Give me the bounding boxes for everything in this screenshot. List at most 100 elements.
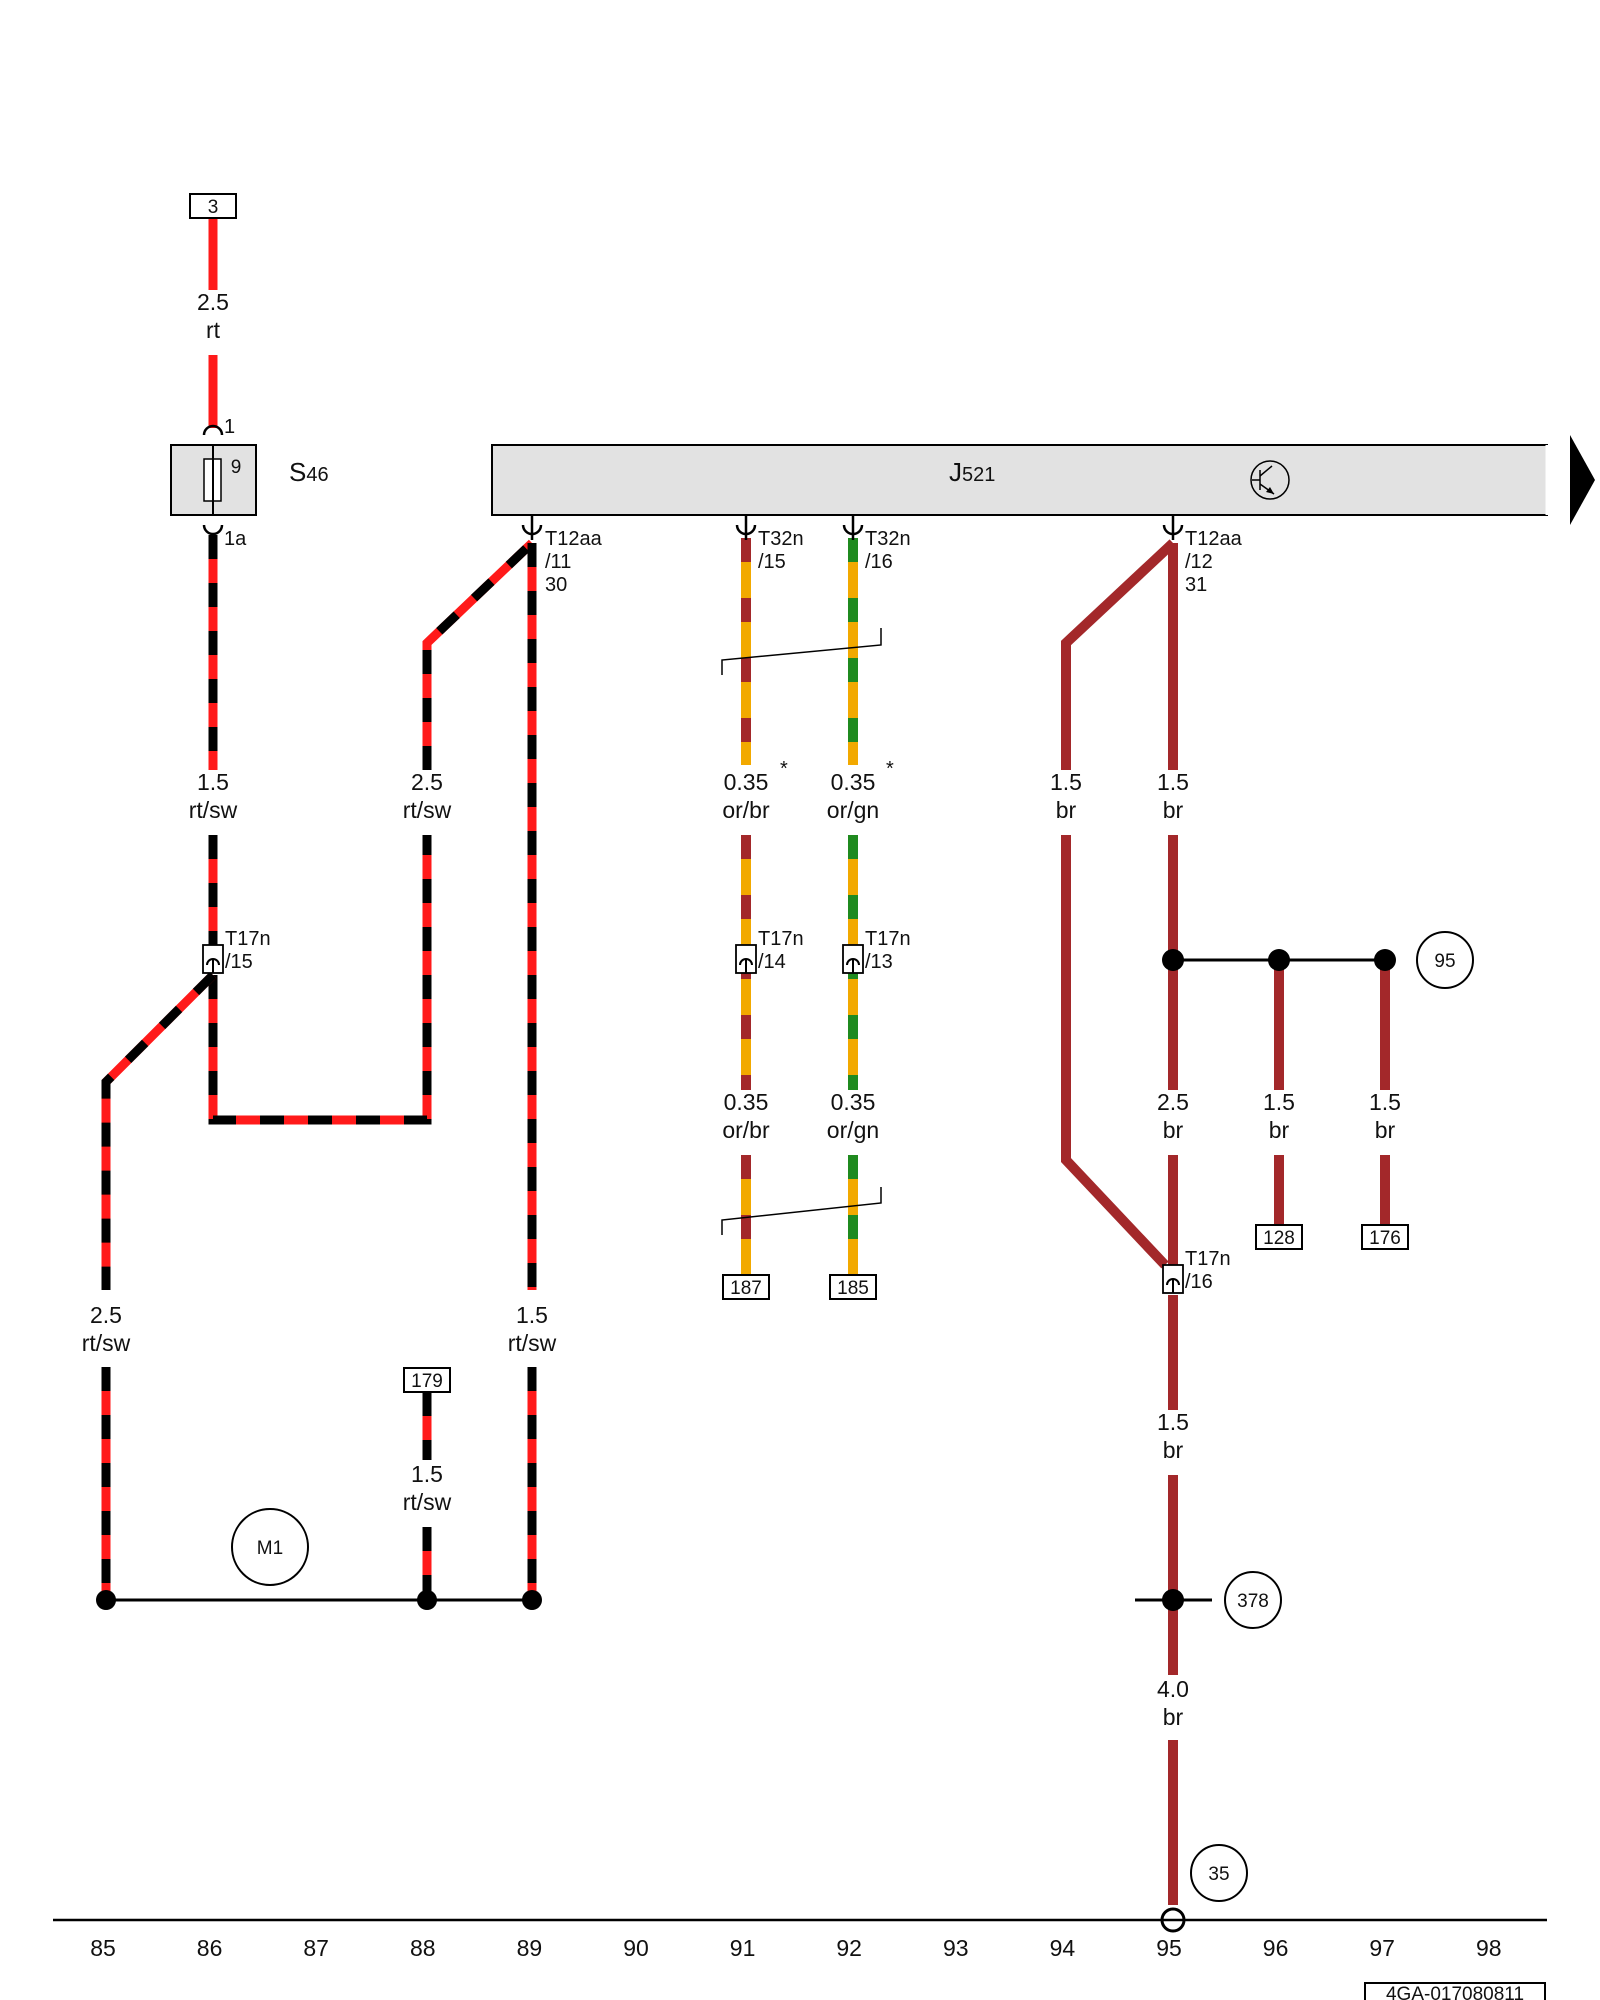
svg-text:T12aa: T12aa bbox=[545, 528, 603, 550]
continue-arrow-icon bbox=[1570, 435, 1595, 525]
connector-label-t12aa-12: T12aa /12 31 bbox=[1185, 528, 1243, 596]
wire-labels: 2.5 rt 1.5 rt/sw 2.5 rt/sw 0.35 or/br * … bbox=[82, 289, 1401, 1730]
path-number: 86 bbox=[197, 1935, 223, 1961]
svg-text:/11: /11 bbox=[545, 551, 571, 573]
svg-text:187: 187 bbox=[730, 1278, 762, 1299]
svg-text:/16: /16 bbox=[865, 551, 893, 573]
svg-text:176: 176 bbox=[1369, 1228, 1401, 1249]
svg-text:4.0: 4.0 bbox=[1157, 1676, 1189, 1702]
wire-w6 bbox=[1061, 539, 1177, 1269]
svg-text:1.5: 1.5 bbox=[516, 1302, 548, 1328]
svg-text:br: br bbox=[1056, 797, 1077, 823]
svg-text:br: br bbox=[1163, 797, 1184, 823]
path-number: 85 bbox=[90, 1935, 116, 1961]
wire-w3 bbox=[208, 539, 536, 1125]
path-number: 97 bbox=[1369, 1935, 1395, 1961]
svg-text:or/gn: or/gn bbox=[827, 797, 879, 823]
svg-text:/16: /16 bbox=[1185, 1271, 1213, 1293]
control-unit-name: J521 bbox=[949, 457, 995, 487]
terminal-187: 187 bbox=[722, 1274, 770, 1300]
terminal-176: 176 bbox=[1361, 1224, 1409, 1250]
connector-label-t17n-14: T17n /14 bbox=[758, 928, 804, 973]
transistor-icon bbox=[1250, 460, 1290, 500]
svg-text:or/gn: or/gn bbox=[827, 1117, 879, 1143]
terminal-179: 179 bbox=[403, 1367, 451, 1393]
path-number: 93 bbox=[943, 1935, 969, 1961]
svg-text:95: 95 bbox=[1434, 951, 1455, 972]
path-number: 88 bbox=[410, 1935, 436, 1961]
svg-text:T17n: T17n bbox=[865, 928, 911, 950]
svg-text:br: br bbox=[1163, 1704, 1184, 1730]
svg-text:2.5: 2.5 bbox=[411, 769, 443, 795]
path-number: 87 bbox=[303, 1935, 329, 1961]
svg-text:1.5: 1.5 bbox=[1157, 769, 1189, 795]
shield-bracket-top bbox=[721, 628, 882, 675]
svg-text:2.5: 2.5 bbox=[197, 289, 229, 315]
svg-text:br: br bbox=[1163, 1437, 1184, 1463]
fuse-name: S46 bbox=[289, 457, 329, 487]
svg-text:31: 31 bbox=[1185, 574, 1207, 596]
connector-label-t17n-16: T17n /16 bbox=[1185, 1248, 1231, 1293]
ground-point-378: 378 bbox=[1224, 1571, 1282, 1629]
svg-text:/15: /15 bbox=[225, 951, 253, 973]
fuse-pin-top: 1 bbox=[224, 416, 235, 438]
ground-point-95: 95 bbox=[1416, 931, 1474, 989]
junction-dots bbox=[96, 949, 1396, 1611]
svg-text:179: 179 bbox=[411, 1371, 443, 1392]
svg-text:T32n: T32n bbox=[865, 528, 911, 550]
svg-text:0.35: 0.35 bbox=[831, 1089, 876, 1115]
svg-text:T17n: T17n bbox=[758, 928, 804, 950]
path-number: 95 bbox=[1156, 1935, 1182, 1961]
inline-connector-arcs bbox=[206, 958, 1180, 1293]
svg-text:3: 3 bbox=[208, 197, 219, 218]
wire-w13 bbox=[101, 971, 217, 1600]
svg-text:1.5: 1.5 bbox=[1050, 769, 1082, 795]
svg-text:/14: /14 bbox=[758, 951, 786, 973]
svg-text:rt/sw: rt/sw bbox=[508, 1330, 557, 1356]
connector-label-t17n-15: T17n /15 bbox=[225, 928, 271, 973]
svg-text:rt: rt bbox=[206, 317, 221, 343]
control-unit-j521: J521 bbox=[491, 444, 1549, 516]
svg-text:378: 378 bbox=[1237, 1591, 1269, 1612]
connector-pins-j521 bbox=[521, 515, 1184, 540]
path-number: 91 bbox=[730, 1935, 756, 1961]
fuse-number: 9 bbox=[231, 457, 242, 478]
svg-text:rt/sw: rt/sw bbox=[403, 1489, 452, 1515]
svg-text:or/br: or/br bbox=[722, 797, 770, 823]
path-number: 92 bbox=[836, 1935, 862, 1961]
fuse-s46: 9 S46 1 1a bbox=[170, 416, 329, 550]
svg-text:30: 30 bbox=[545, 574, 567, 596]
path-number: 98 bbox=[1476, 1935, 1502, 1961]
svg-text:185: 185 bbox=[837, 1278, 869, 1299]
svg-text:/15: /15 bbox=[758, 551, 786, 573]
svg-text:1.5: 1.5 bbox=[1369, 1089, 1401, 1115]
svg-text:0.35: 0.35 bbox=[724, 769, 769, 795]
svg-text:rt/sw: rt/sw bbox=[403, 797, 452, 823]
svg-text:or/br: or/br bbox=[722, 1117, 770, 1143]
svg-text:T17n: T17n bbox=[225, 928, 271, 950]
svg-text:128: 128 bbox=[1263, 1228, 1295, 1249]
svg-text:/13: /13 bbox=[865, 951, 893, 973]
svg-text:1.5: 1.5 bbox=[197, 769, 229, 795]
svg-text:T17n: T17n bbox=[1185, 1248, 1231, 1270]
connector-label-t17n-13: T17n /13 bbox=[865, 928, 911, 973]
svg-text:2.5: 2.5 bbox=[90, 1302, 122, 1328]
terminal-128: 128 bbox=[1255, 1224, 1303, 1250]
svg-text:br: br bbox=[1163, 1117, 1184, 1143]
svg-text:1.5: 1.5 bbox=[1157, 1409, 1189, 1435]
svg-text:35: 35 bbox=[1208, 1864, 1229, 1885]
motor-m1: M1 bbox=[231, 1508, 309, 1586]
terminal-3: 3 bbox=[189, 193, 237, 219]
svg-text:0.35: 0.35 bbox=[831, 769, 876, 795]
svg-text:*: * bbox=[780, 758, 788, 780]
connector-label-t32n-16: T32n /16 bbox=[865, 528, 911, 573]
svg-text:/12: /12 bbox=[1185, 551, 1213, 573]
connector-label-t32n-15: T32n /15 bbox=[758, 528, 804, 573]
shield-bracket-bottom bbox=[721, 1187, 882, 1235]
drawing-id-box: 4GA-017080811 bbox=[1364, 1982, 1546, 2000]
svg-text:1.5: 1.5 bbox=[1263, 1089, 1295, 1115]
ground-point-35: 35 bbox=[1190, 1844, 1248, 1902]
svg-text:2.5: 2.5 bbox=[1157, 1089, 1189, 1115]
